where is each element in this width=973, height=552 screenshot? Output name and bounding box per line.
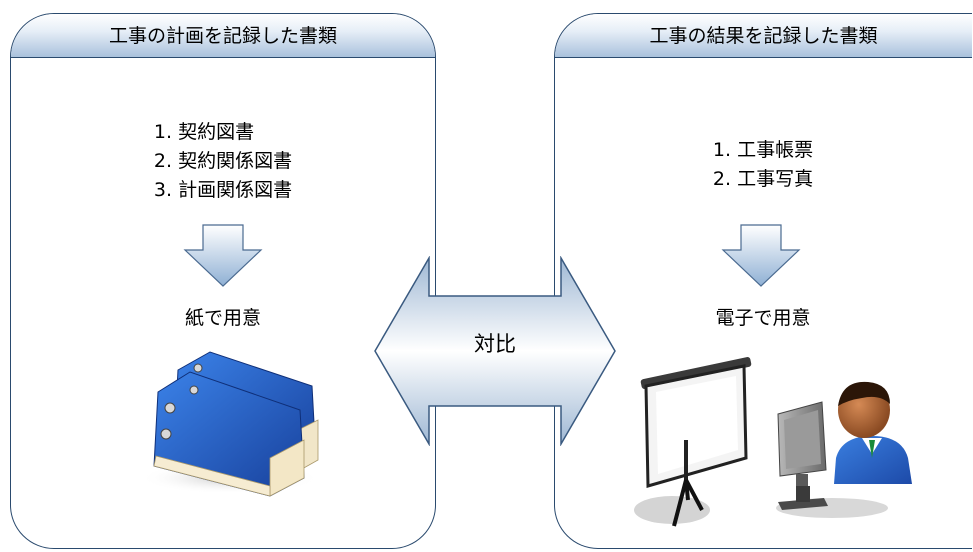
left-prep-label: 紙で用意 bbox=[184, 307, 261, 329]
list-item: 1. 契約図書 bbox=[153, 121, 255, 143]
left-doc-list: 1. 契約図書 2. 契約関係図書 3. 計画関係図書 bbox=[10, 118, 436, 205]
right-prep-label: 電子で用意 bbox=[715, 307, 811, 329]
list-item: 1. 工事帳票 bbox=[712, 139, 814, 161]
computer-user-icon bbox=[772, 374, 922, 520]
list-item: 3. 計画関係図書 bbox=[153, 179, 293, 201]
right-doc-list: 1. 工事帳票 2. 工事写真 bbox=[554, 136, 972, 194]
right-panel-title: 工事の結果を記録した書類 bbox=[555, 14, 972, 58]
binder-icon bbox=[140, 340, 340, 500]
list-item: 2. 工事写真 bbox=[712, 168, 814, 190]
left-panel-title: 工事の計画を記録した書類 bbox=[11, 14, 435, 58]
projector-screen-icon bbox=[632, 340, 762, 532]
down-arrow-icon bbox=[721, 224, 801, 288]
list-item: 2. 契約関係図書 bbox=[153, 150, 293, 172]
double-arrow-icon bbox=[372, 256, 618, 446]
comparison-label: 対比 bbox=[474, 332, 516, 356]
down-arrow-icon bbox=[183, 224, 263, 288]
